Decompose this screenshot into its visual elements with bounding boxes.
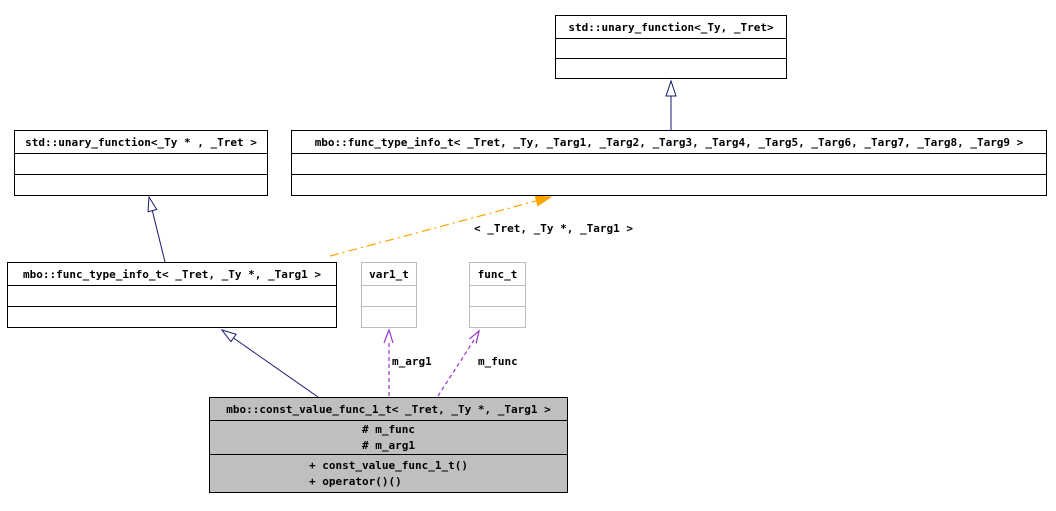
m-func-edge-label: m_func <box>478 355 518 368</box>
class-box-const-value-func[interactable]: mbo::const_value_func_1_t< _Tret, _Ty *,… <box>209 397 568 493</box>
methods-compartment-empty <box>15 175 267 195</box>
attribute-m-arg1: # m_arg1 <box>362 438 415 452</box>
usage-edge-m-func <box>437 329 480 397</box>
template-args-edge-label: < _Tret, _Ty *, _Targ1 > <box>474 222 633 235</box>
class-title: var1_t <box>362 263 416 286</box>
m-arg1-edge-label: m_arg1 <box>392 355 432 368</box>
methods-compartment: + const_value_func_1_t() + operator()() <box>210 455 567 492</box>
class-box-std-unary-function[interactable]: std::unary_function<_Ty, _Tret> <box>555 15 787 79</box>
attributes-compartment: # m_func # m_arg1 <box>210 421 567 455</box>
method-constructor: + const_value_func_1_t() <box>309 458 468 472</box>
class-box-func-t: func_t <box>469 262 526 328</box>
attributes-compartment-empty <box>556 39 786 59</box>
inheritance-edge-functypeinfospec-to-unaryfunctionptr <box>147 195 166 263</box>
usage-edge-m-arg1 <box>383 328 394 396</box>
inheritance-edge-constvaluefunc-to-functypeinfospec <box>220 329 319 398</box>
class-title[interactable]: std::unary_function<_Ty * , _Tret > <box>15 131 267 154</box>
class-title: func_t <box>470 263 525 286</box>
methods-compartment-empty <box>362 307 416 327</box>
method-operator-call: + operator()() <box>309 474 402 488</box>
methods-compartment-empty <box>292 175 1046 195</box>
inheritance-edge-functypeinfo-to-unaryfunction <box>665 79 677 130</box>
class-box-func-type-info-full[interactable]: mbo::func_type_info_t< _Tret, _Ty, _Targ… <box>291 130 1047 196</box>
class-box-func-type-info-spec[interactable]: mbo::func_type_info_t< _Tret, _Ty *, _Ta… <box>7 262 337 328</box>
attributes-compartment-empty <box>470 286 525 307</box>
attribute-m-func: # m_func <box>362 422 415 436</box>
attributes-compartment-empty <box>8 286 336 307</box>
attributes-compartment-empty <box>292 154 1046 175</box>
methods-compartment-empty <box>8 307 336 327</box>
class-title[interactable]: mbo::const_value_func_1_t< _Tret, _Ty *,… <box>210 398 567 421</box>
methods-compartment-empty <box>556 59 786 78</box>
attributes-compartment-empty <box>362 286 416 307</box>
attributes-compartment-empty <box>15 154 267 175</box>
class-box-std-unary-function-ptr[interactable]: std::unary_function<_Ty * , _Tret > <box>14 130 268 196</box>
class-box-var1-t: var1_t <box>361 262 417 328</box>
template-instantiation-edge <box>329 195 553 257</box>
class-title[interactable]: std::unary_function<_Ty, _Tret> <box>556 16 786 39</box>
methods-compartment-empty <box>470 307 525 327</box>
class-title[interactable]: mbo::func_type_info_t< _Tret, _Ty *, _Ta… <box>8 263 336 286</box>
class-title[interactable]: mbo::func_type_info_t< _Tret, _Ty, _Targ… <box>292 131 1046 154</box>
